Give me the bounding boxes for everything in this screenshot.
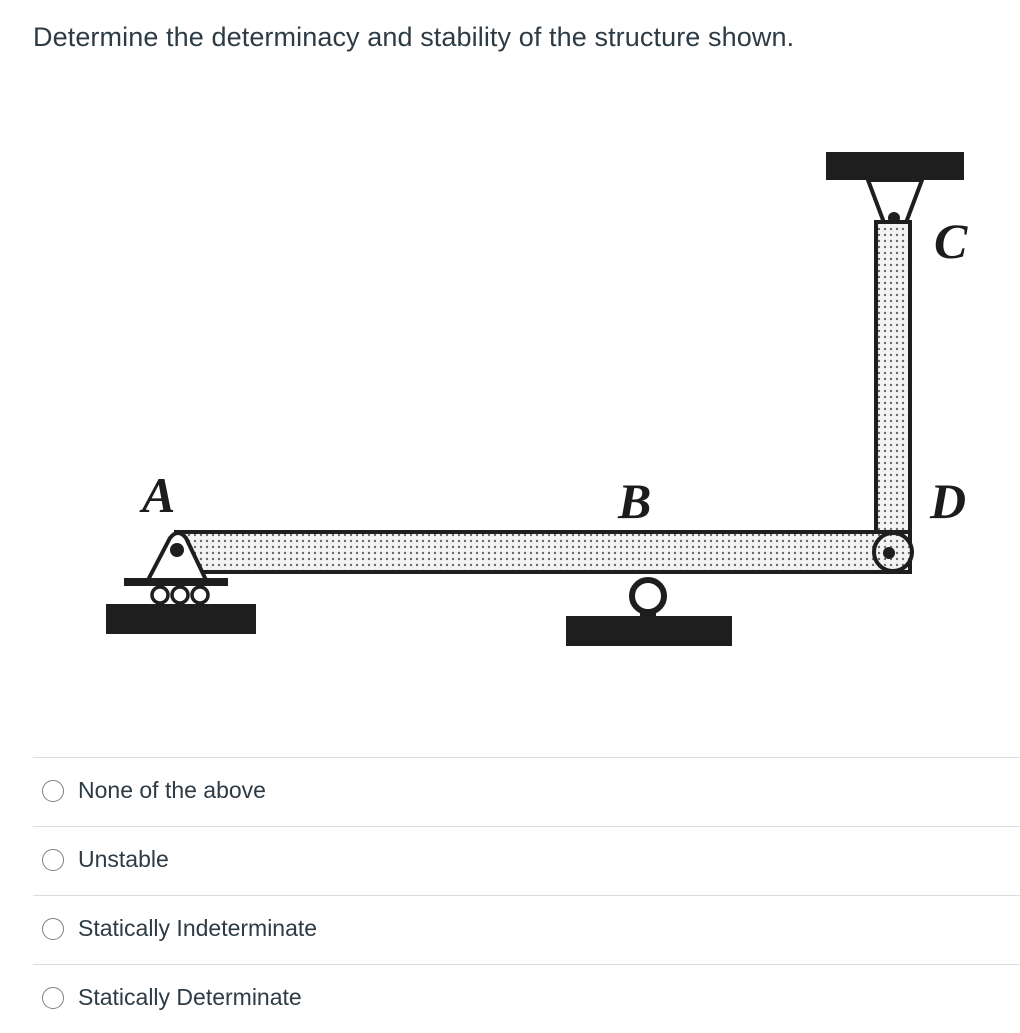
- radio-button[interactable]: [42, 918, 64, 940]
- structure-figure: A B C D: [0, 100, 1020, 740]
- roller-plate-a: [124, 578, 228, 586]
- answer-label: Statically Indeterminate: [78, 915, 318, 941]
- roller-wheel: [150, 585, 170, 605]
- answer-label: Statically Determinate: [78, 984, 302, 1010]
- question-text: Determine the determinacy and stability …: [33, 22, 795, 52]
- pin-b: [629, 577, 667, 615]
- answer-option[interactable]: Statically Indeterminate: [33, 896, 1020, 965]
- answer-list: None of the above Unstable Statically In…: [33, 757, 1020, 1033]
- pin-a: [170, 543, 184, 557]
- radio-button[interactable]: [42, 780, 64, 802]
- radio-button[interactable]: [42, 987, 64, 1009]
- radio-button[interactable]: [42, 849, 64, 871]
- label-d: D: [929, 473, 966, 529]
- answer-option[interactable]: Statically Determinate: [33, 965, 1020, 1033]
- member-cd: [874, 220, 912, 556]
- pin-d: [883, 547, 895, 559]
- answer-label: Unstable: [78, 846, 169, 872]
- structure-diagram: A B C D: [106, 152, 968, 646]
- answer-option[interactable]: None of the above: [33, 758, 1020, 827]
- label-c: C: [934, 213, 968, 269]
- roller-wheel: [170, 585, 190, 605]
- ground-a: [106, 604, 256, 634]
- ceiling-support-c: [826, 152, 964, 180]
- answer-option[interactable]: Unstable: [33, 827, 1020, 896]
- ground-b: [566, 616, 732, 646]
- roller-wheel: [190, 585, 210, 605]
- label-a: A: [139, 467, 175, 523]
- answer-label: None of the above: [78, 777, 266, 803]
- label-b: B: [617, 473, 651, 529]
- member-ad: [174, 530, 912, 574]
- support-post-b: [640, 610, 656, 620]
